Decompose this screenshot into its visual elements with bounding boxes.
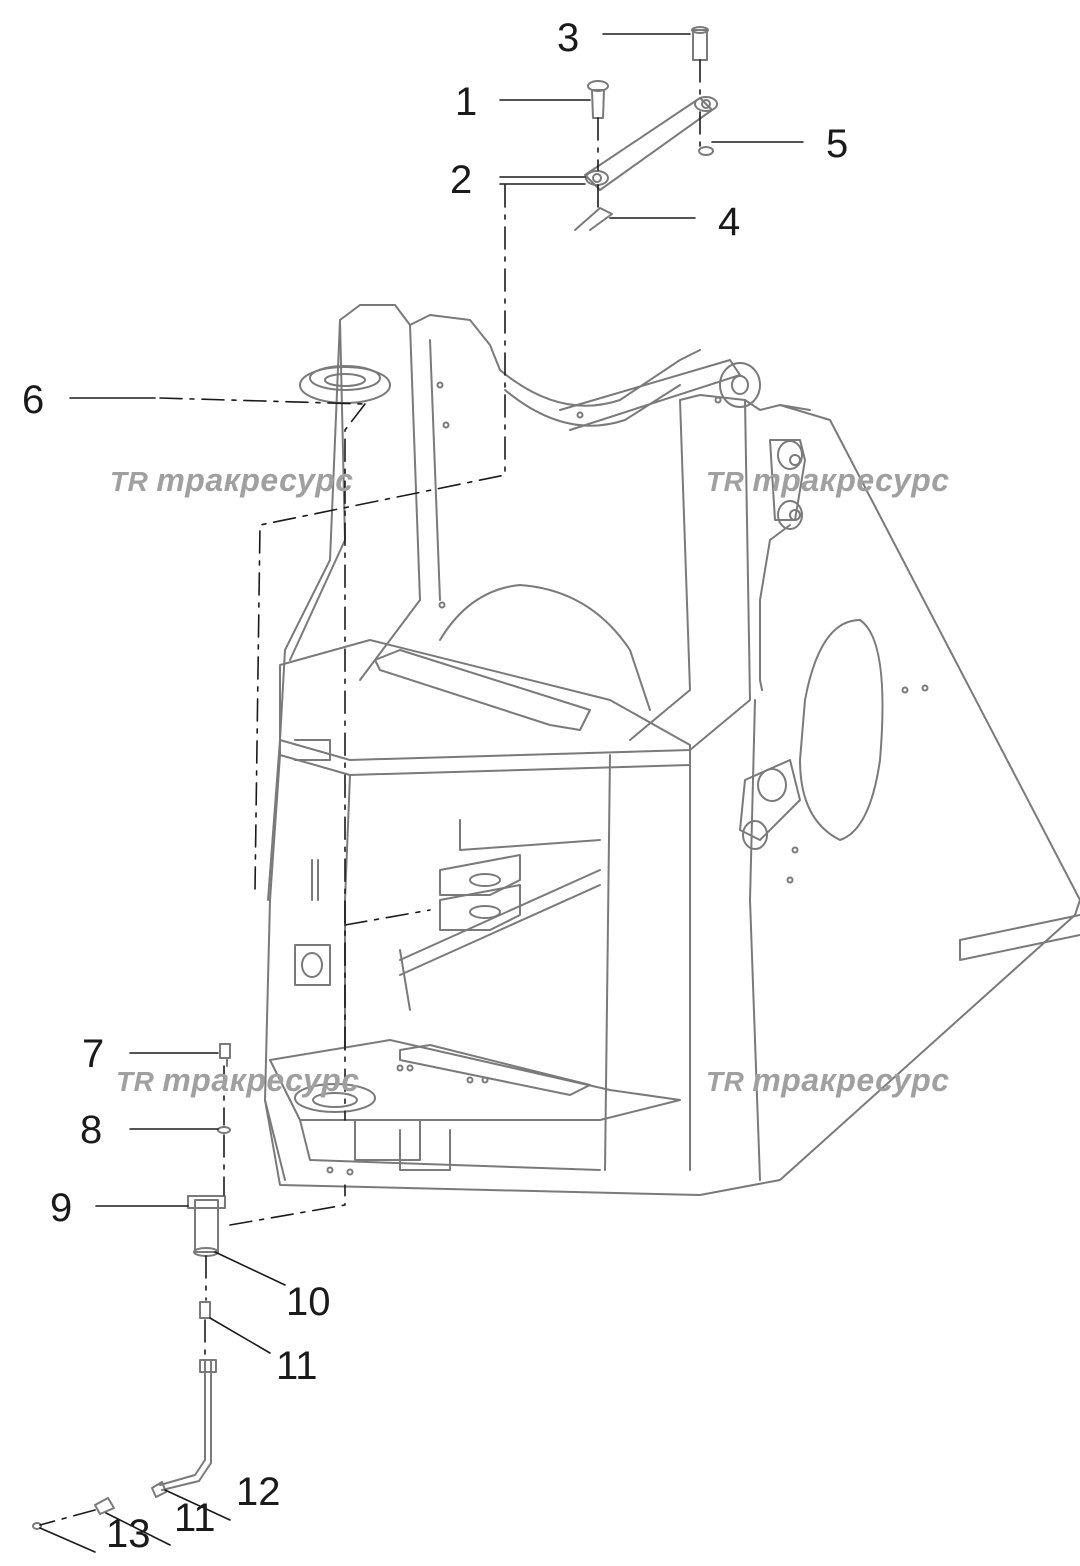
watermark-text: тракресурс — [752, 1062, 950, 1098]
watermark-logo: TR — [706, 1066, 745, 1097]
callout-5: 5 — [826, 122, 849, 166]
callout-11-upper: 11 — [276, 1344, 318, 1388]
watermark-logo: TR — [706, 466, 745, 497]
callout-2: 2 — [450, 158, 473, 202]
leader-lines — [39, 33, 804, 1553]
callout-6: 6 — [22, 378, 45, 422]
callout-12: 12 — [236, 1470, 281, 1514]
callout-10: 10 — [286, 1280, 331, 1324]
callout-3: 3 — [557, 16, 580, 60]
callout-7: 7 — [82, 1032, 105, 1076]
callout-8: 8 — [80, 1108, 103, 1152]
watermark-text: тракресурс — [752, 462, 950, 498]
callout-4: 4 — [718, 200, 741, 244]
callout-9: 9 — [50, 1186, 73, 1230]
callout-11-lower: 11 — [174, 1496, 216, 1540]
assembly-lines — [39, 59, 701, 1526]
top-linkage — [574, 26, 718, 231]
watermark-text: тракресурс — [156, 462, 354, 498]
watermark-logo: TR — [110, 466, 149, 497]
lower-cylinder-assembly — [32, 1043, 231, 1530]
callout-13: 13 — [106, 1512, 151, 1556]
watermark-logo: TR — [116, 1066, 155, 1097]
frame-body — [264, 304, 1080, 1196]
watermark-text: тракресурс — [162, 1062, 360, 1098]
callout-1: 1 — [455, 80, 478, 124]
